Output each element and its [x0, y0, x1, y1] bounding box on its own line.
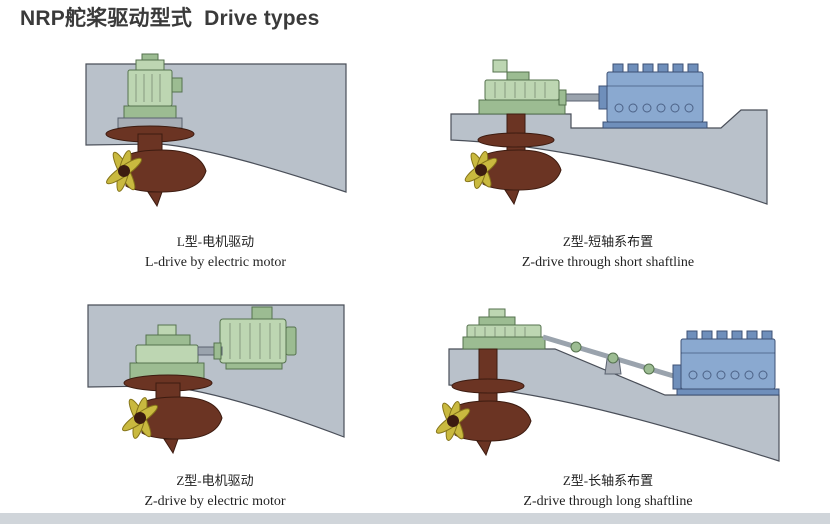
diesel-engine-icon [676, 330, 780, 396]
propeller-hub [475, 164, 487, 176]
engine-covers [614, 103, 694, 113]
thruster-pod-icon [451, 348, 532, 457]
caption: Z型-电机驱动 Z-drive by electric motor [80, 473, 350, 511]
gearbox-icon [478, 59, 566, 115]
thruster-pod-icon [123, 374, 223, 455]
engine-covers [688, 370, 768, 380]
footer-strip [0, 513, 830, 524]
panel-z-drive-long: Z型-长轴系布置 Z-drive through long shaftline [423, 291, 793, 511]
caption-cn: Z型-电机驱动 [176, 473, 254, 488]
long-shaftline-icon [542, 334, 682, 390]
z-drive-electric-illustration [87, 304, 345, 455]
caption-cn: Z型-长轴系布置 [562, 473, 654, 488]
propeller-hub [447, 415, 459, 427]
caption-cn: Z型-短轴系布置 [562, 234, 654, 249]
electric-motor-icon [219, 306, 297, 370]
short-shaft-icon [558, 85, 608, 110]
panel-l-drive-electric: L型-电机驱动 L-drive by electric motor [78, 52, 353, 272]
thruster-top-icon [129, 324, 205, 380]
caption-en: Z-drive by electric motor [144, 493, 286, 509]
panel-z-drive-short: Z型-短轴系布置 Z-drive through short shaftline [423, 52, 793, 272]
caption: Z型-短轴系布置 Z-drive through short shaftline [423, 234, 793, 272]
title-en: Drive types [204, 7, 320, 30]
gearbox-icon [462, 308, 546, 350]
electric-motor-icon [123, 53, 183, 119]
caption-cn: L型-电机驱动 [176, 234, 255, 249]
caption-en: L-drive by electric motor [144, 254, 287, 270]
panel-z-drive-electric: Z型-电机驱动 Z-drive by electric motor [80, 291, 350, 511]
thruster-pod-icon [105, 125, 207, 208]
z-drive-short-illustration [450, 59, 768, 206]
propeller-hub [118, 165, 130, 177]
title-cn: NRP舵桨驱动型式 [20, 7, 193, 30]
shaft-icon [197, 342, 223, 360]
caption-en: Z-drive through long shaftline [523, 493, 693, 509]
caption: L型-电机驱动 L-drive by electric motor [78, 234, 353, 272]
thruster-pod-icon [477, 113, 562, 206]
z-drive-long-illustration [435, 308, 780, 462]
diesel-engine-icon [602, 63, 708, 129]
page-title: NRP舵桨驱动型式 Drive types [20, 2, 320, 32]
propeller-hub [134, 412, 146, 424]
l-drive-illustration [85, 53, 347, 208]
caption-en: Z-drive through short shaftline [521, 254, 695, 270]
caption: Z型-长轴系布置 Z-drive through long shaftline [423, 473, 793, 511]
